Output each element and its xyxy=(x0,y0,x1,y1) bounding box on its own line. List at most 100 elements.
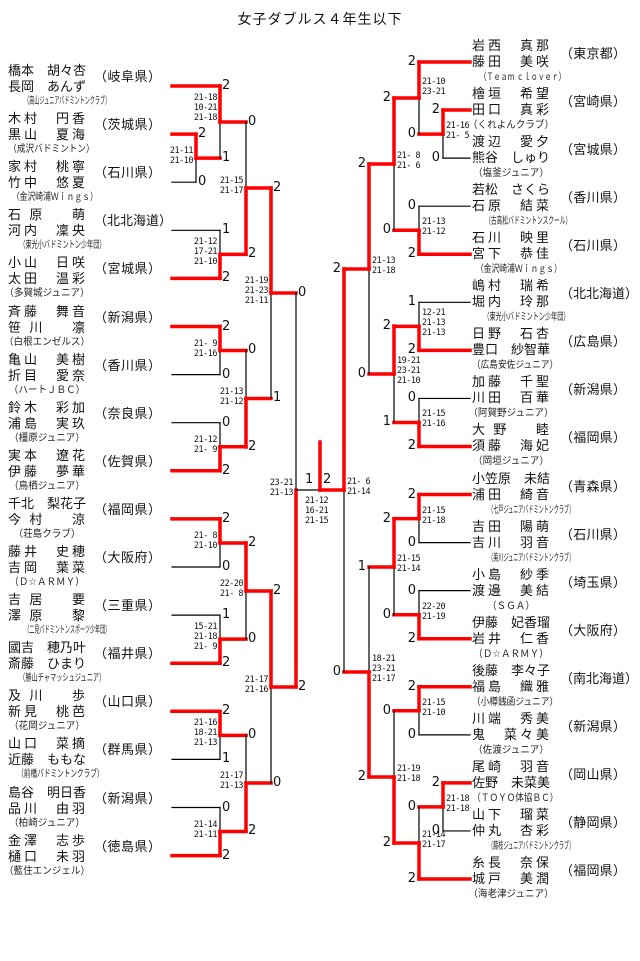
game-scores: 21-15 21-14 xyxy=(397,554,421,574)
player-name: 石原 結菜 xyxy=(472,199,552,215)
set-count: 2 xyxy=(222,510,231,526)
club-name: （Ｔｅａｍ ｃｌｏｖｅｒ） xyxy=(479,72,566,83)
set-count: 0 xyxy=(407,726,416,742)
prefecture: （新潟県） xyxy=(94,310,162,326)
player-name: 堀内 玲那 xyxy=(472,295,552,311)
club-name: （多賀城ジュニア） xyxy=(4,288,90,300)
game-scores: 21-17 21-16 xyxy=(244,675,269,695)
set-count: 2 xyxy=(298,679,307,694)
set-count: 0 xyxy=(248,631,257,646)
player-name: 日野 石杏 xyxy=(472,327,552,343)
player-name: 田口 真彩 xyxy=(472,103,552,119)
player-name: 太田 温彩 xyxy=(8,272,88,288)
player-name: 品川 由羽 xyxy=(8,801,88,817)
set-count: 2 xyxy=(222,78,231,93)
player-name: 吉岡 葉菜 xyxy=(8,561,88,576)
player-name: 城戸 美潤 xyxy=(472,872,552,888)
club-name: （阿賀野ジュニア） xyxy=(468,408,554,420)
prefecture: （宮城県） xyxy=(94,262,162,278)
player-name: 伊藤 妃香瑠 xyxy=(472,615,551,631)
set-count: 2 xyxy=(273,583,282,598)
game-scores: 21-19 21-18 xyxy=(397,764,421,784)
game-scores: 21-13 21-18 xyxy=(372,256,396,276)
player-name: 長岡 あんず xyxy=(8,80,87,95)
club-name: （古高松バドミントンスクール） xyxy=(485,216,572,228)
set-count: 0 xyxy=(382,607,391,622)
player-name: 及川 歩 xyxy=(8,689,94,705)
set-count: 2 xyxy=(222,318,231,334)
page-title: 女子ダブルス４年生以下 xyxy=(237,12,403,28)
club-name: （ＴＯＹＯ体協ＢＣ） xyxy=(472,792,559,804)
player-name: 新見 桃芭 xyxy=(8,705,88,721)
game-scores: 19-21 23-21 21-10 xyxy=(397,356,421,386)
game-scores: 21-15 21-16 xyxy=(422,409,446,430)
club-name: （塩釜ジュニア） xyxy=(473,168,549,180)
game-scores: 21-14 21-17 xyxy=(422,830,446,850)
prefecture: （東京都） xyxy=(560,47,627,62)
player-name: 糸長 奈保 xyxy=(472,856,552,872)
player-name: 小笠原 未結 xyxy=(472,471,551,487)
prefecture: （新潟県） xyxy=(94,791,162,807)
club-name: （小樽銭函ジュニア） xyxy=(471,696,559,708)
player-name: 今村 涼 xyxy=(8,512,94,528)
game-scores: 15-21 21-18 21- 9 xyxy=(193,622,218,653)
set-count: 0 xyxy=(407,126,416,141)
set-count: 2 xyxy=(222,847,231,863)
player-name: 山口 菜摘 xyxy=(8,737,88,753)
set-count: 2 xyxy=(407,630,416,646)
set-count: 2 xyxy=(248,535,257,550)
player-name: 國吉 穂乃叶 xyxy=(8,641,87,657)
set-count: 2 xyxy=(382,90,391,105)
player-name: 山下 瑠菜 xyxy=(472,807,552,823)
player-name: 竹中 悠夏 xyxy=(8,176,88,192)
club-name: （Ｄ☆ＡＲＭＹ） xyxy=(473,648,549,660)
set-count: 2 xyxy=(222,270,231,286)
player-name: 伊藤 夢華 xyxy=(8,464,88,480)
player-name: 檜垣 希望 xyxy=(472,87,552,103)
game-scores: 21- 6 21-14 xyxy=(347,477,371,497)
club-name: （藍住エンジェル） xyxy=(4,865,90,877)
game-scores: 21-12 17-21 21-10 xyxy=(193,237,218,268)
player-name: 木村 円香 xyxy=(8,112,88,128)
set-count: 2 xyxy=(382,511,391,526)
club-name: （金沢崎浦Ｗｉｎｇｓ） xyxy=(11,192,98,204)
prefecture: （新潟県） xyxy=(560,383,627,399)
set-count: 0 xyxy=(198,174,207,190)
set-count: 2 xyxy=(248,439,257,454)
club-name: （東光小バドミントン少年団） xyxy=(19,240,106,252)
player-name: 樋口 未羽 xyxy=(8,849,88,865)
game-scores: 21-17 21-13 xyxy=(219,771,244,791)
game-scores: 21-14 21-11 xyxy=(193,819,218,840)
prefecture: （青森県） xyxy=(560,479,627,495)
set-count: 2 xyxy=(222,703,231,719)
set-count: 2 xyxy=(382,318,391,333)
club-name: （荘島クラブ） xyxy=(13,528,81,540)
set-count: 0 xyxy=(248,727,257,742)
set-count: 2 xyxy=(357,769,366,784)
final-set-count-right: 2 xyxy=(323,472,332,487)
set-count: 0 xyxy=(222,559,231,574)
player-name: 熊谷 しゅり xyxy=(472,151,551,167)
player-name: 佐野 未菜美 xyxy=(472,775,551,791)
club-name: （鳥栖ジュニア） xyxy=(9,480,85,492)
prefecture: （石川県） xyxy=(560,527,627,543)
game-scores: 21-13 21-12 xyxy=(219,386,244,407)
set-count: 2 xyxy=(248,823,257,838)
club-name: （広島安佐ジュニア） xyxy=(471,360,559,372)
player-name: 斎藤 ひまり xyxy=(8,657,87,673)
set-count: 0 xyxy=(382,222,391,237)
set-count: 0 xyxy=(222,366,231,382)
player-name: 千北 梨花子 xyxy=(8,496,87,512)
set-count: 0 xyxy=(332,664,341,679)
game-scores: 23-21 21-13 xyxy=(269,478,294,498)
set-count: 2 xyxy=(273,180,282,195)
prefecture: （宮崎県） xyxy=(560,95,627,111)
prefecture: （北北海道） xyxy=(94,214,173,230)
set-count: 2 xyxy=(431,774,440,790)
club-name: （成沢バドミントン） xyxy=(8,144,95,156)
set-count: 2 xyxy=(248,246,257,261)
set-count: 2 xyxy=(431,102,440,118)
set-count: 0 xyxy=(407,582,416,598)
game-scores: 21-16 18-21 21-13 xyxy=(193,718,218,749)
player-name: 家村 桃寧 xyxy=(8,160,88,176)
